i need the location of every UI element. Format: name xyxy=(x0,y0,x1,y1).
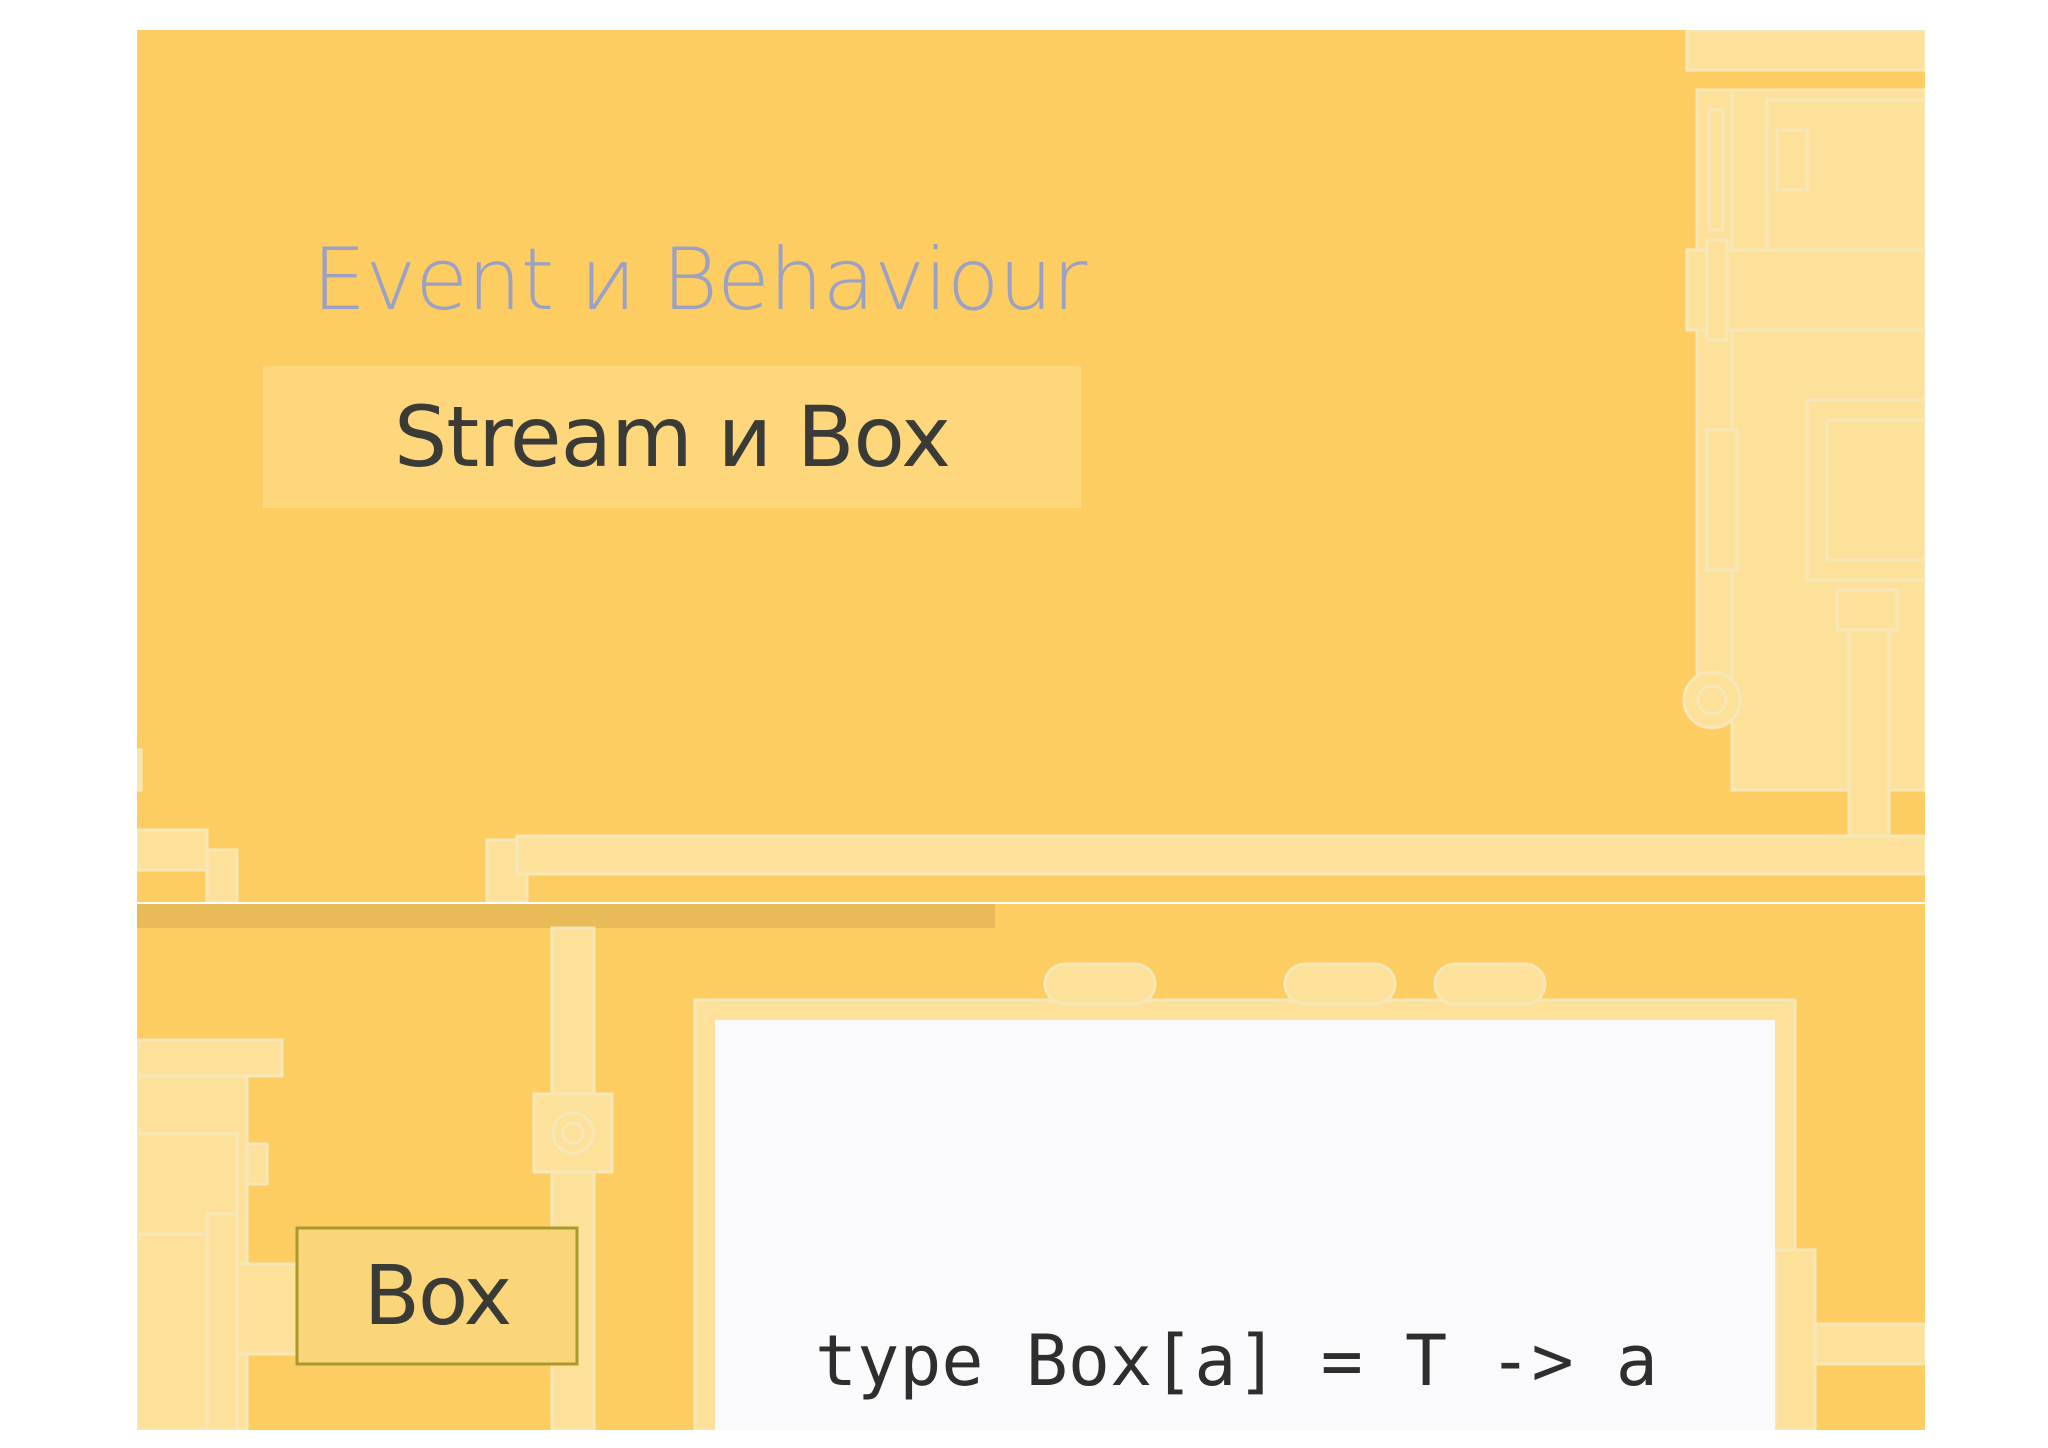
slide-subtitle: Event и Behaviour xyxy=(312,230,1087,330)
code-line: type Box[a] = T -> a xyxy=(815,1320,1658,1402)
box-label: Box xyxy=(363,1248,512,1344)
machine-line-art xyxy=(137,30,1925,902)
slide-title: Stream и Box xyxy=(393,388,951,486)
slide-title-pill: Stream и Box xyxy=(263,366,1081,508)
progress-bar-fill xyxy=(137,904,996,928)
slide-box-definition: Box type Box[a] = T -> a xyxy=(137,904,1925,1430)
progress-bar xyxy=(137,904,1925,928)
code-panel: type Box[a] = T -> a xyxy=(715,1020,1775,1430)
slide-event-behaviour: Event и Behaviour Stream и Box xyxy=(137,30,1925,902)
